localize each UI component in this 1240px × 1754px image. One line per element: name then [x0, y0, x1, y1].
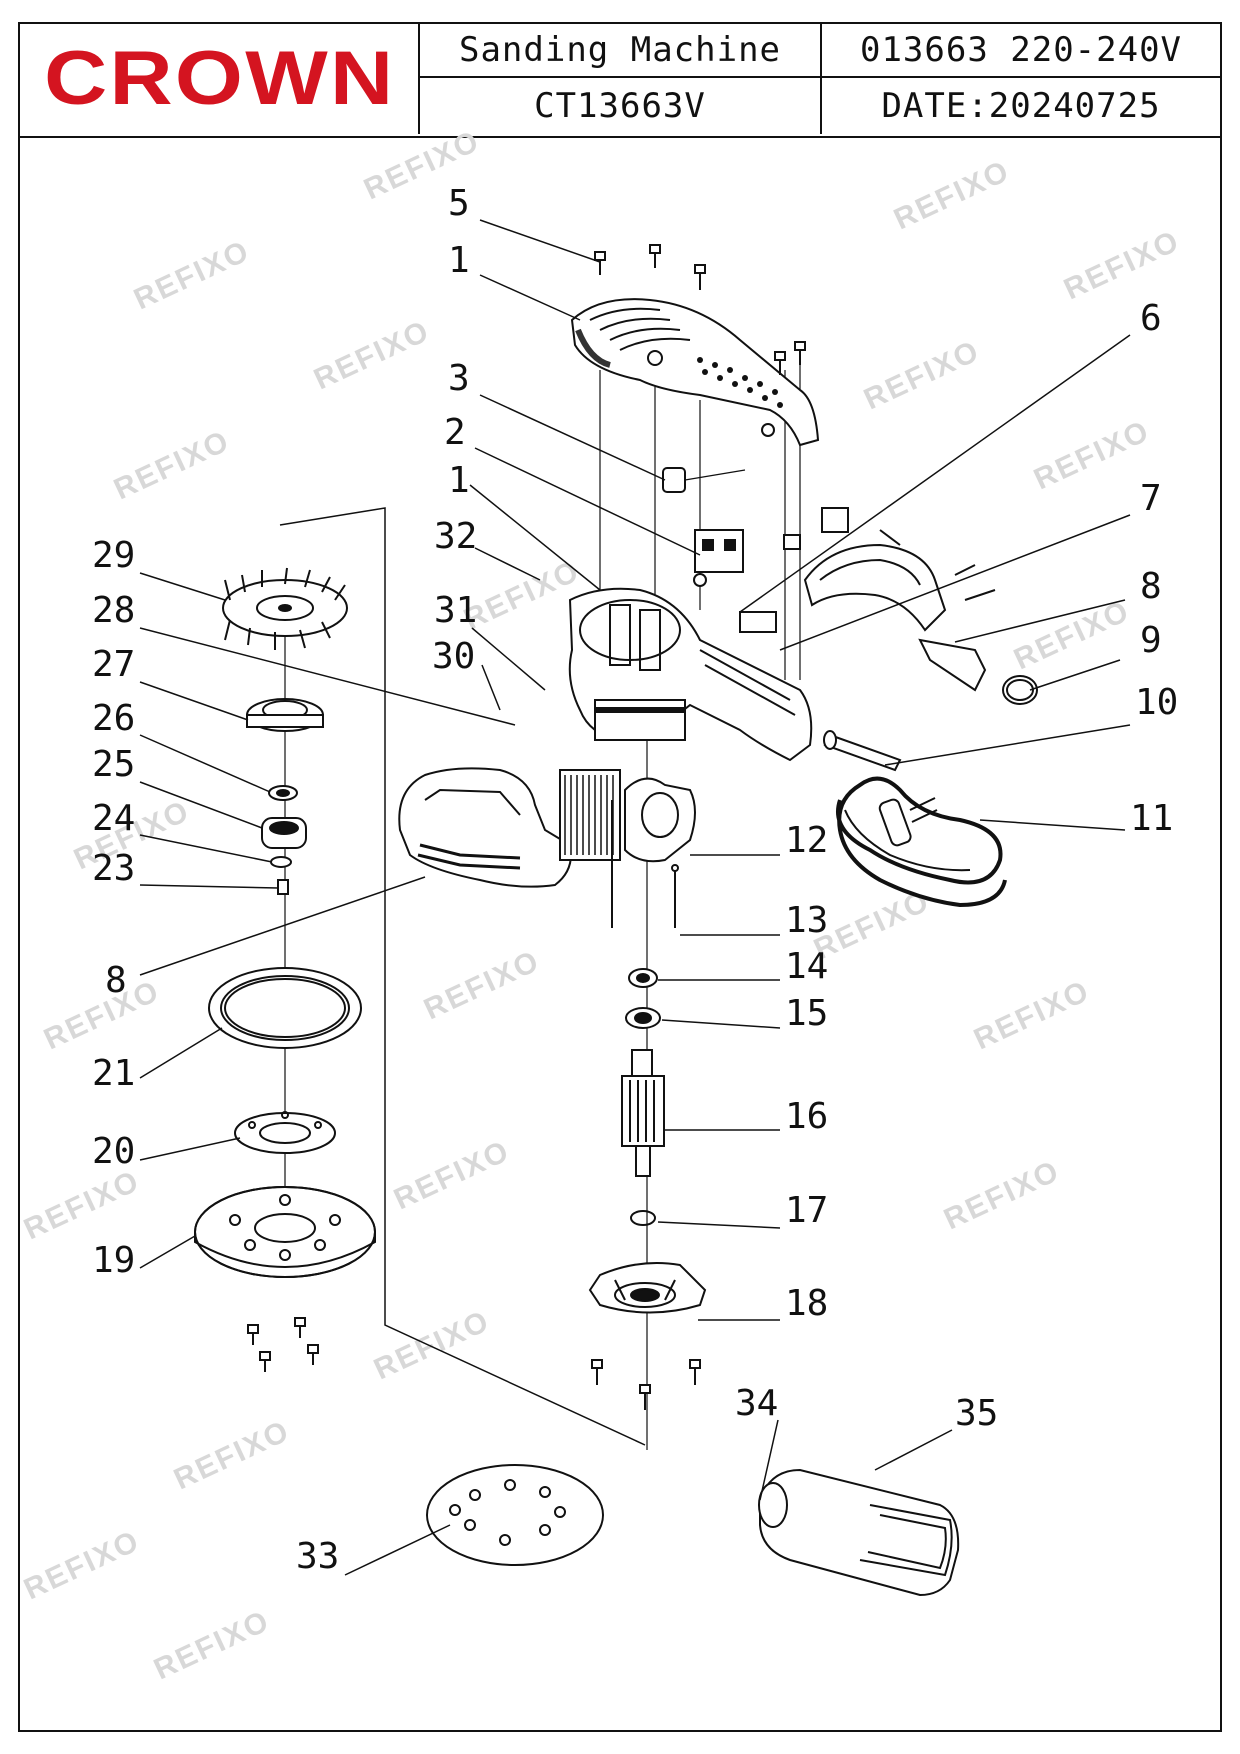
part-number-label: 24 — [92, 798, 135, 839]
watermark: REFIXO — [419, 944, 545, 1026]
document-title: Sanding Machine — [418, 24, 820, 78]
part-number-label: 8 — [105, 960, 127, 1001]
product-code: 013663 220-240V — [820, 24, 1220, 78]
power-cord-part — [836, 776, 1007, 908]
part-number-label: 20 — [92, 1131, 135, 1172]
sanding-paper-part — [426, 1464, 604, 1566]
dust-box-part — [758, 1468, 960, 1597]
part-number-label: 35 — [955, 1393, 998, 1434]
capacitor-part — [662, 467, 686, 493]
part-number-label: 23 — [92, 848, 135, 889]
brush-holder-part — [821, 507, 849, 533]
part-number-label: 9 — [1140, 620, 1162, 661]
part-number-label: 3 — [448, 358, 470, 399]
part-number-label: 12 — [785, 820, 828, 861]
bearing-part — [625, 968, 661, 1029]
watermark: REFIXO — [1009, 594, 1135, 676]
part-number-label: 1 — [448, 240, 470, 281]
watermark: REFIXO — [859, 334, 985, 416]
part-number-label: 2 — [444, 412, 466, 453]
watermark: REFIXO — [309, 314, 435, 396]
watermark: REFIXO — [889, 154, 1015, 236]
bearing-housing-part — [246, 698, 324, 732]
cord-clamp-part — [918, 638, 987, 692]
watermark: REFIXO — [369, 1304, 495, 1386]
part-number-labels: 5 1 3 2 1 32 31 30 6 7 8 9 10 11 12 13 1… — [92, 183, 1178, 1577]
cord-protector-part — [823, 730, 902, 772]
part-number-label: 11 — [1130, 798, 1173, 839]
watermark: REFIXO — [969, 974, 1095, 1056]
part-number-label: 7 — [1140, 478, 1162, 519]
title-block: CROWN Sanding Machine CT13663V 013663 22… — [20, 24, 1220, 138]
screw-parts — [594, 244, 806, 375]
front-housing-part — [398, 767, 572, 888]
part-number-label: 13 — [785, 900, 828, 941]
part-number-label: 21 — [92, 1053, 135, 1094]
base-housing-part — [588, 1261, 707, 1314]
watermark: REFIXO — [1059, 224, 1185, 306]
model-number: CT13663V — [418, 78, 820, 134]
assembly-guide-line — [279, 507, 646, 1446]
armature-part — [621, 1049, 665, 1177]
part-number-label: 25 — [92, 744, 135, 785]
stator-part — [559, 769, 696, 863]
seal-ring-part — [208, 967, 362, 1049]
brand-name: CROWN — [44, 36, 396, 121]
part-number-label: 31 — [434, 590, 477, 631]
parts-layer — [139, 219, 1131, 1597]
part-number-label: 34 — [735, 1383, 778, 1424]
part-number-label: 16 — [785, 1096, 828, 1137]
washer-part — [630, 1210, 656, 1226]
watermark: REFIXO — [389, 1134, 515, 1216]
flange-part — [234, 1111, 336, 1154]
washer-part — [270, 856, 292, 868]
part-number-label: 18 — [785, 1283, 828, 1324]
watermark: REFIXO — [1029, 414, 1155, 496]
watermark: REFIXO — [39, 974, 165, 1056]
brand-logo: CROWN — [44, 41, 393, 117]
part-number-label: 29 — [92, 535, 135, 576]
backing-pad-part — [194, 1186, 376, 1278]
watermark: REFIXO — [939, 1154, 1065, 1236]
part-number-label: 30 — [432, 636, 475, 677]
oring-part — [1002, 675, 1038, 705]
fan-part — [222, 567, 348, 650]
screw-parts — [247, 1317, 319, 1372]
screw-part — [277, 879, 289, 895]
screw-parts — [591, 1359, 701, 1410]
watermark: REFIXO — [129, 234, 255, 316]
watermark: REFIXO — [19, 1524, 145, 1606]
document-date: DATE:20240725 — [820, 78, 1220, 134]
watermark: REFIXO — [19, 1164, 145, 1246]
part-number-label: 6 — [1140, 298, 1162, 339]
part-number-label: 33 — [296, 1536, 339, 1577]
part-number-label: 15 — [785, 993, 828, 1034]
part-number-label: 8 — [1140, 566, 1162, 607]
part-number-label: 14 — [785, 946, 828, 987]
part-number-label: 17 — [785, 1190, 828, 1231]
part-number-label: 19 — [92, 1240, 135, 1281]
watermark: REFIXO — [459, 554, 585, 636]
part-number-label: 5 — [448, 183, 470, 224]
watermark: REFIXO — [109, 424, 235, 506]
part-number-label: 32 — [434, 516, 477, 557]
motor-housing-part — [568, 587, 813, 762]
watermark: REFIXO — [169, 1414, 295, 1496]
part-number-label: 1 — [448, 460, 470, 501]
handle-cover-part — [570, 298, 820, 447]
switch-part — [693, 529, 744, 587]
part-number-label: 10 — [1135, 682, 1178, 723]
bearing-part — [261, 817, 307, 849]
leader-lines — [139, 219, 1131, 1576]
rear-cover-part — [803, 529, 996, 632]
part-number-label: 27 — [92, 644, 135, 685]
drawing-sheet: CROWN Sanding Machine CT13663V 013663 22… — [18, 22, 1222, 1732]
watermark: REFIXO — [149, 1604, 275, 1686]
part-number-label: 28 — [92, 590, 135, 631]
part-number-label: 26 — [92, 698, 135, 739]
